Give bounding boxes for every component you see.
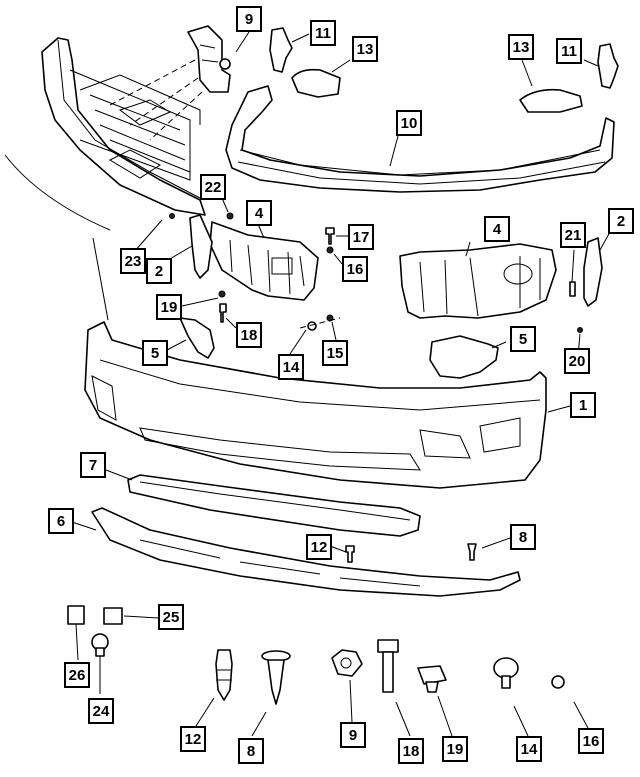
callout-23: 23 bbox=[120, 248, 146, 274]
callout-5-right: 5 bbox=[510, 326, 536, 352]
callout-2-left: 2 bbox=[146, 258, 172, 284]
detail-line bbox=[92, 237, 109, 321]
callout-5-left: 5 bbox=[142, 340, 168, 366]
part-9-bracket bbox=[187, 25, 231, 93]
callout-26: 26 bbox=[64, 662, 90, 688]
callout-22: 22 bbox=[200, 174, 226, 200]
part-12-clip-large bbox=[215, 649, 233, 701]
callout-8-bottom: 8 bbox=[238, 738, 264, 764]
callout-11-left: 11 bbox=[310, 20, 336, 46]
callout-11-right: 11 bbox=[556, 38, 582, 64]
callout-24: 24 bbox=[88, 698, 114, 724]
part-19-clip bbox=[417, 665, 447, 693]
part-1-bumper bbox=[84, 321, 547, 489]
callout-1: 1 bbox=[570, 392, 596, 418]
part-8-rivet-large bbox=[261, 650, 291, 705]
part-5-bracket-left bbox=[179, 317, 215, 359]
part-5-bracket-right bbox=[429, 335, 499, 379]
part-16-retainer bbox=[551, 675, 565, 689]
callout-18-top: 18 bbox=[236, 322, 262, 348]
part-4-bracket-right bbox=[399, 243, 557, 319]
small-fasteners bbox=[169, 212, 583, 333]
dash-lines bbox=[109, 59, 203, 141]
callout-20: 20 bbox=[564, 348, 590, 374]
leader-lines bbox=[71, 31, 611, 737]
callout-19-top: 19 bbox=[156, 294, 182, 320]
part-18-bolt bbox=[377, 639, 399, 693]
callout-13-right: 13 bbox=[508, 34, 534, 60]
part-10-upper-fascia bbox=[225, 85, 615, 193]
callout-2-right: 2 bbox=[608, 208, 634, 234]
callout-25: 25 bbox=[158, 604, 184, 630]
part-14-push-pin bbox=[493, 657, 519, 689]
part-12-clip-small bbox=[345, 545, 355, 563]
part-13-lamp-left bbox=[291, 68, 341, 98]
callout-6: 6 bbox=[48, 508, 74, 534]
callout-18-bottom: 18 bbox=[398, 738, 424, 764]
part-7-insert bbox=[127, 474, 421, 537]
callout-10: 10 bbox=[396, 110, 422, 136]
part-6-skid-plate bbox=[91, 507, 521, 597]
callout-19-bottom: 19 bbox=[442, 736, 468, 762]
callout-13-left: 13 bbox=[352, 36, 378, 62]
callout-14-top: 14 bbox=[278, 354, 304, 380]
callout-12-top: 12 bbox=[306, 534, 332, 560]
part-8-rivet-small bbox=[467, 543, 477, 561]
part-25-nut bbox=[103, 607, 123, 625]
part-26-pad bbox=[67, 605, 85, 625]
callout-4-right: 4 bbox=[484, 216, 510, 242]
callout-8-top: 8 bbox=[510, 524, 536, 550]
part-24-stud bbox=[91, 633, 109, 657]
callout-9-bottom: 9 bbox=[340, 722, 366, 748]
callout-16-top: 16 bbox=[342, 256, 368, 282]
callout-12-bottom: 12 bbox=[180, 726, 206, 752]
callout-16-bottom: 16 bbox=[578, 728, 604, 754]
part-4-bracket-left bbox=[209, 221, 319, 301]
callout-9-top: 9 bbox=[236, 6, 262, 32]
callout-14-bottom: 14 bbox=[516, 736, 542, 762]
part-11-bracket-left bbox=[269, 27, 293, 73]
part-2-bracket-left bbox=[189, 214, 213, 279]
callout-4-left: 4 bbox=[246, 200, 272, 226]
part-2-bracket-right bbox=[583, 237, 603, 307]
vehicle-front-end bbox=[41, 37, 206, 216]
callout-21: 21 bbox=[560, 222, 586, 248]
part-11-bracket-right bbox=[597, 43, 619, 89]
part-9-nut bbox=[331, 649, 363, 677]
callout-17: 17 bbox=[348, 224, 374, 250]
part-13-lamp-right bbox=[519, 88, 583, 113]
callout-7: 7 bbox=[80, 452, 106, 478]
callout-15: 15 bbox=[322, 340, 348, 366]
detail-arc bbox=[4, 154, 111, 231]
